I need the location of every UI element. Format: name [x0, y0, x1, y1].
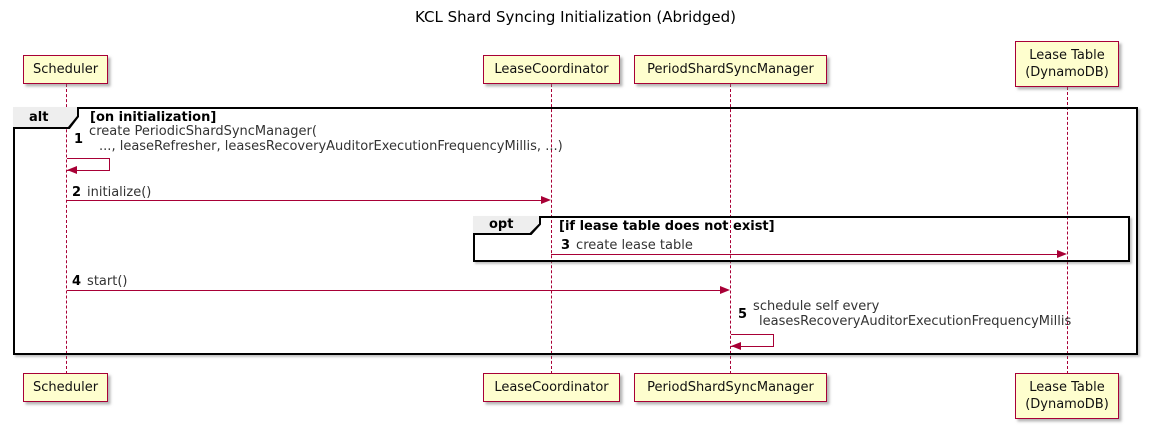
participant-sublabel: (DynamoDB) [1025, 397, 1109, 412]
message-3-arrow [551, 254, 1059, 255]
participant-leasecoordinator-top: LeaseCoordinator [483, 55, 620, 84]
arrowhead-right-icon [541, 196, 551, 204]
participant-periodshardsyncmanager-top: PeriodShardSyncManager [634, 55, 827, 84]
message-5-line2: leasesRecoveryAuditorExecutionFrequencyM… [759, 314, 1072, 329]
lifeline-leasecoordinator [551, 84, 552, 374]
alt-frame-guard: [on initialization] [90, 110, 217, 125]
participant-label: Lease Table [1029, 48, 1105, 63]
message-4-number: 4 [72, 274, 82, 289]
message-1-line1: create PeriodicShardSyncManager( [89, 124, 317, 139]
opt-frame [473, 216, 1130, 262]
participant-leasetable-top: Lease Table (DynamoDB) [1015, 41, 1119, 87]
message-5: 5 schedule self every leasesRecoveryAudi… [738, 299, 1071, 329]
opt-frame-tab: opt [473, 216, 541, 235]
participant-sublabel: (DynamoDB) [1025, 65, 1109, 80]
message-3-text: create lease table [576, 238, 693, 253]
message-5-line1: schedule self every [753, 299, 880, 314]
participant-leasecoordinator-bottom: LeaseCoordinator [483, 373, 620, 402]
participant-label: LeaseCoordinator [494, 380, 609, 395]
message-1-number: 1 [74, 131, 84, 147]
alt-frame [13, 107, 1138, 355]
message-4-text: start() [87, 274, 128, 289]
message-1-self-arrow [67, 158, 110, 171]
message-2-number: 2 [72, 185, 82, 200]
message-1-line2: ..., leaseRefresher, leasesRecoveryAudit… [99, 139, 563, 154]
participant-label: Scheduler [32, 62, 99, 77]
participant-label: PeriodShardSyncManager [647, 62, 814, 77]
arrowhead-right-icon [1057, 250, 1067, 258]
arrowhead-left-icon [67, 166, 77, 174]
participant-leasetable-bottom: Lease Table (DynamoDB) [1015, 373, 1119, 419]
participant-label: Scheduler [32, 380, 99, 395]
opt-frame-label: opt [473, 216, 539, 233]
message-2: 2 initialize() [72, 185, 151, 200]
message-4: 4 start() [72, 274, 127, 289]
message-2-arrow [67, 200, 545, 201]
lifeline-scheduler [66, 84, 67, 374]
message-3: 3 create lease table [561, 238, 693, 253]
participant-scheduler-bottom: Scheduler [23, 373, 108, 402]
message-5-self-arrow [731, 334, 774, 347]
participant-label: PeriodShardSyncManager [647, 380, 814, 395]
participant-periodshardsyncmanager-bottom: PeriodShardSyncManager [634, 373, 827, 402]
diagram-title: KCL Shard Syncing Initialization (Abridg… [415, 8, 736, 26]
alt-frame-label: alt [13, 107, 77, 127]
lifeline-leasetable [1067, 87, 1068, 374]
opt-frame-guard: [if lease table does not exist] [559, 219, 775, 234]
message-5-number: 5 [738, 306, 748, 322]
participant-label: Lease Table [1029, 380, 1105, 395]
message-2-text: initialize() [87, 185, 152, 200]
alt-frame-tab: alt [13, 107, 79, 129]
arrowhead-left-icon [731, 342, 741, 350]
message-4-arrow [67, 290, 724, 291]
lifeline-periodshardsyncmanager [730, 84, 731, 374]
arrowhead-right-icon [720, 286, 730, 294]
message-3-number: 3 [561, 238, 571, 253]
participant-label: LeaseCoordinator [494, 62, 609, 77]
message-1: 1 create PeriodicShardSyncManager( ..., … [74, 124, 563, 154]
participant-scheduler-top: Scheduler [23, 55, 108, 84]
